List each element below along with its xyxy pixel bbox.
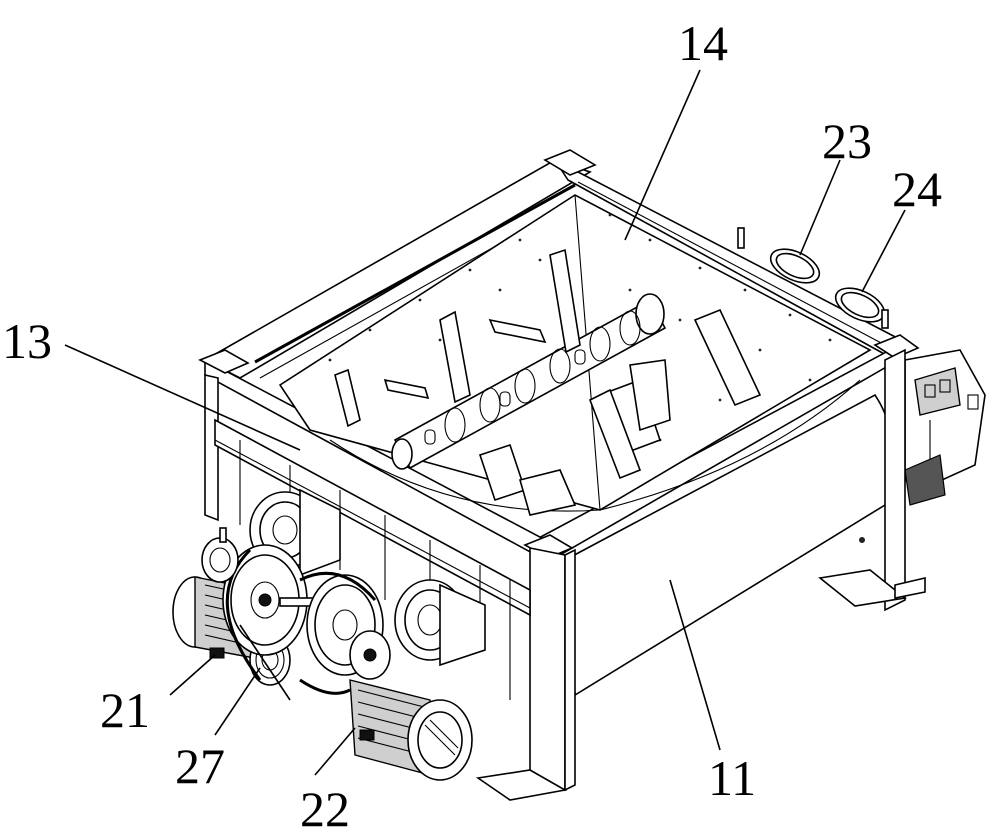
motor-22 [349, 679, 473, 781]
frame-top-rails [198, 149, 920, 562]
label-13: 13 [2, 313, 52, 369]
right-drive-assembly [737, 227, 986, 506]
large-pulley-upper [222, 544, 326, 656]
mixing-paddles [334, 248, 762, 516]
leader-23 [799, 159, 841, 256]
label-23: 23 [822, 113, 872, 169]
leader-11 [669, 579, 721, 751]
label-24: 24 [892, 161, 942, 217]
leader-24 [861, 209, 906, 293]
leader-lines [64, 69, 906, 776]
label-14: 14 [678, 15, 728, 71]
label-22: 22 [300, 781, 350, 835]
label-21: 21 [100, 682, 150, 738]
leader-22 [314, 727, 356, 776]
leader-27 [214, 667, 261, 736]
mixing-shaft [391, 293, 667, 470]
label-11: 11 [708, 750, 756, 806]
large-pulley-lower [306, 574, 391, 680]
reference-labels: 14 23 24 13 21 27 22 11 [2, 15, 942, 835]
label-27: 27 [175, 738, 225, 794]
drive-belts [225, 548, 377, 701]
bearing-housing-lower [394, 579, 486, 667]
leader-13 [64, 344, 301, 451]
upper-gear-hub [201, 527, 239, 583]
leader-14 [624, 69, 701, 241]
leader-21 [169, 654, 216, 696]
surface-texture-dots [328, 213, 832, 442]
